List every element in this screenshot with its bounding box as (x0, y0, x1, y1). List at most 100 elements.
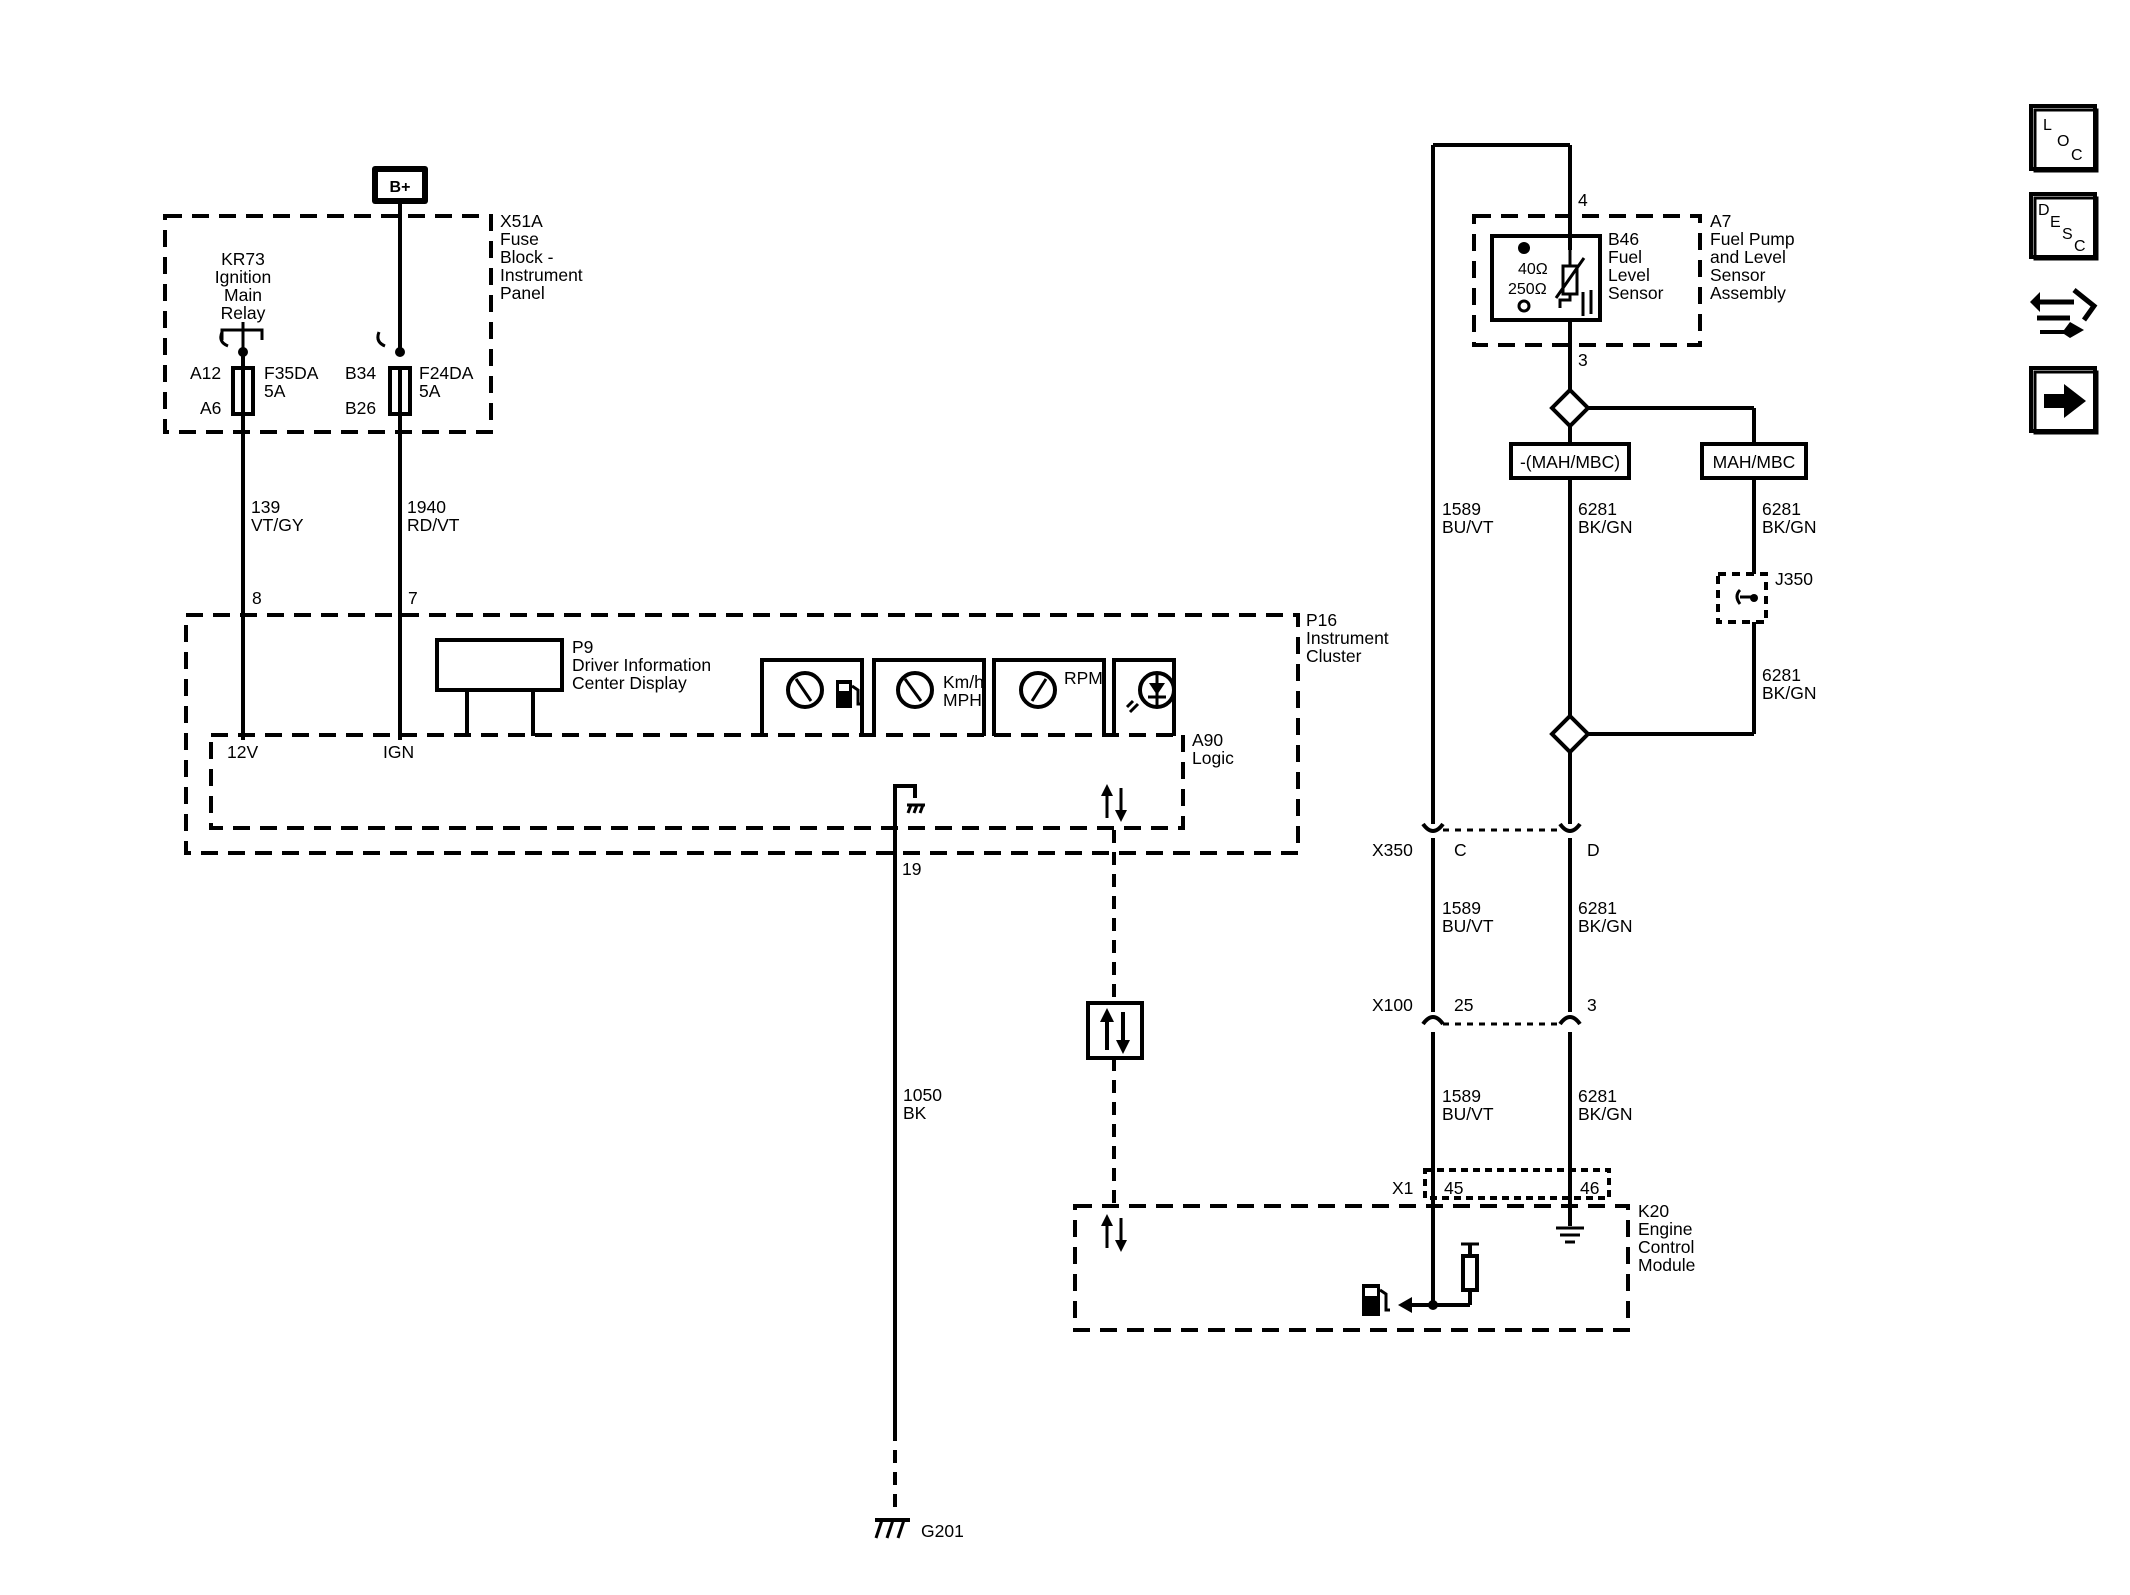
instrument-cluster-label: P16 Instrument Cluster (1306, 610, 1389, 666)
cluster-serial-data-icon (1101, 784, 1127, 822)
svg-text:B+: B+ (390, 179, 411, 196)
svg-text:25: 25 (1454, 995, 1473, 1015)
ecm-serial-data-icon (1101, 1214, 1127, 1252)
fuel-pump-icon-cluster (836, 680, 862, 708)
svg-text:B46: B46 (1608, 229, 1639, 249)
fuel-pump-icon-ecm (1362, 1284, 1390, 1316)
svg-text:D: D (1587, 840, 1600, 860)
engine-control-module-label: K20 Engine Control Module (1638, 1201, 1695, 1275)
svg-text:BU/VT: BU/VT (1442, 1104, 1494, 1124)
svg-text:Driver Information: Driver Information (572, 655, 711, 675)
svg-text:Control: Control (1638, 1237, 1694, 1257)
svg-text:Instrument: Instrument (500, 265, 583, 285)
svg-text:X350: X350 (1372, 840, 1413, 860)
svg-text:F24DA: F24DA (419, 363, 474, 383)
svg-text:1940: 1940 (407, 497, 446, 517)
svg-text:RPM: RPM (1064, 668, 1103, 688)
svg-text:6281: 6281 (1762, 665, 1801, 685)
svg-text:C: C (2074, 238, 2086, 255)
svg-text:1589: 1589 (1442, 499, 1481, 519)
svg-text:Cluster: Cluster (1306, 646, 1362, 666)
fuel-level-sensor-label: B46 Fuel Level Sensor (1608, 229, 1664, 303)
option-split-bottom (1549, 713, 1591, 755)
svg-text:BU/VT: BU/VT (1442, 517, 1494, 537)
svg-text:Sensor: Sensor (1608, 283, 1664, 303)
svg-text:40Ω: 40Ω (1518, 261, 1548, 278)
svg-text:6281: 6281 (1578, 1086, 1617, 1106)
svg-text:4: 4 (1578, 190, 1588, 210)
connector-x1: X1 45 46 (1392, 1168, 1611, 1200)
svg-text:B34: B34 (345, 363, 376, 383)
svg-text:45: 45 (1444, 1178, 1463, 1198)
svg-text:BK/GN: BK/GN (1578, 517, 1632, 537)
svg-text:19: 19 (902, 859, 921, 879)
svg-text:and Level: and Level (1710, 247, 1786, 267)
svg-text:B26: B26 (345, 398, 376, 418)
svg-text:P9: P9 (572, 637, 593, 657)
svg-text:-(MAH/MBC): -(MAH/MBC) (1520, 452, 1620, 472)
svg-text:7: 7 (408, 588, 418, 608)
svg-text:A7: A7 (1710, 211, 1731, 231)
svg-text:1589: 1589 (1442, 898, 1481, 918)
svg-text:C: C (1454, 840, 1467, 860)
svg-text:3: 3 (1587, 995, 1597, 1015)
svg-text:5A: 5A (419, 381, 441, 401)
ecm-fuel-level-input-arrow (1398, 1297, 1433, 1313)
svg-text:C: C (2071, 147, 2083, 164)
fuse-block-label: X51A Fuse Block - Instrument Panel (500, 211, 583, 303)
svg-text:O: O (2057, 133, 2069, 150)
svg-text:46: 46 (1580, 1178, 1599, 1198)
svg-text:A12: A12 (190, 363, 221, 383)
svg-text:6281: 6281 (1762, 499, 1801, 519)
svg-text:VT/GY: VT/GY (251, 515, 304, 535)
serial-data-bus-icon (1086, 1001, 1144, 1060)
svg-text:Center Display: Center Display (572, 673, 687, 693)
svg-text:X1: X1 (1392, 1178, 1413, 1198)
connector-x350: X350 C D (1372, 812, 1600, 860)
svg-text:Assembly: Assembly (1710, 283, 1786, 303)
svg-text:5A: 5A (264, 381, 286, 401)
svg-text:1050: 1050 (903, 1085, 942, 1105)
fuse-block-boundary (163, 214, 493, 434)
splice-j350: J350 (1716, 569, 1813, 624)
speedometer-gauge-icon: Km/h MPH (872, 658, 986, 736)
svg-text:6281: 6281 (1578, 499, 1617, 519)
toolbar-loc-button[interactable]: L O C (2029, 104, 2099, 173)
svg-text:Fuse: Fuse (500, 229, 539, 249)
svg-text:BU/VT: BU/VT (1442, 916, 1494, 936)
svg-text:Panel: Panel (500, 283, 545, 303)
svg-text:Level: Level (1608, 265, 1650, 285)
svg-text:Fuel Pump: Fuel Pump (1710, 229, 1795, 249)
toolbar-desc-button[interactable]: D E S C (2029, 192, 2099, 261)
svg-text:IGN: IGN (383, 742, 414, 762)
fuse2-feed-symbol (376, 331, 405, 357)
svg-text:250Ω: 250Ω (1508, 281, 1547, 298)
ignition-main-relay-label: KR73 Ignition Main Relay (215, 249, 271, 323)
svg-text:Instrument: Instrument (1306, 628, 1389, 648)
svg-text:KR73: KR73 (221, 249, 265, 269)
ecm-pullup-resistor (1428, 1242, 1479, 1310)
svg-text:BK: BK (903, 1103, 927, 1123)
battery-power-terminal: B+ (372, 166, 428, 204)
driver-info-display (435, 638, 564, 692)
fuel-pump-assembly-label: A7 Fuel Pump and Level Sensor Assembly (1710, 211, 1795, 303)
svg-text:RD/VT: RD/VT (407, 515, 460, 535)
svg-text:BK/GN: BK/GN (1578, 1104, 1632, 1124)
svg-text:S: S (2062, 226, 2073, 243)
indicator-lamp-icon (1112, 658, 1176, 736)
toolbar-connector-repair-button[interactable] (2030, 280, 2098, 346)
connector-x100: X100 25 3 (1372, 995, 1597, 1046)
svg-text:1589: 1589 (1442, 1086, 1481, 1106)
svg-text:Logic: Logic (1192, 748, 1234, 768)
svg-text:G201: G201 (921, 1521, 964, 1541)
fuel-level-sensor (1490, 234, 1602, 322)
fuel-gauge-icon (760, 658, 864, 736)
svg-text:J350: J350 (1775, 569, 1813, 589)
svg-text:F35DA: F35DA (264, 363, 319, 383)
svg-text:E: E (2050, 214, 2061, 231)
toolbar-next-arrow-button[interactable] (2029, 366, 2099, 435)
fuel-pump-assembly-boundary (1472, 214, 1702, 347)
svg-text:A90: A90 (1192, 730, 1223, 750)
svg-text:BK/GN: BK/GN (1578, 916, 1632, 936)
